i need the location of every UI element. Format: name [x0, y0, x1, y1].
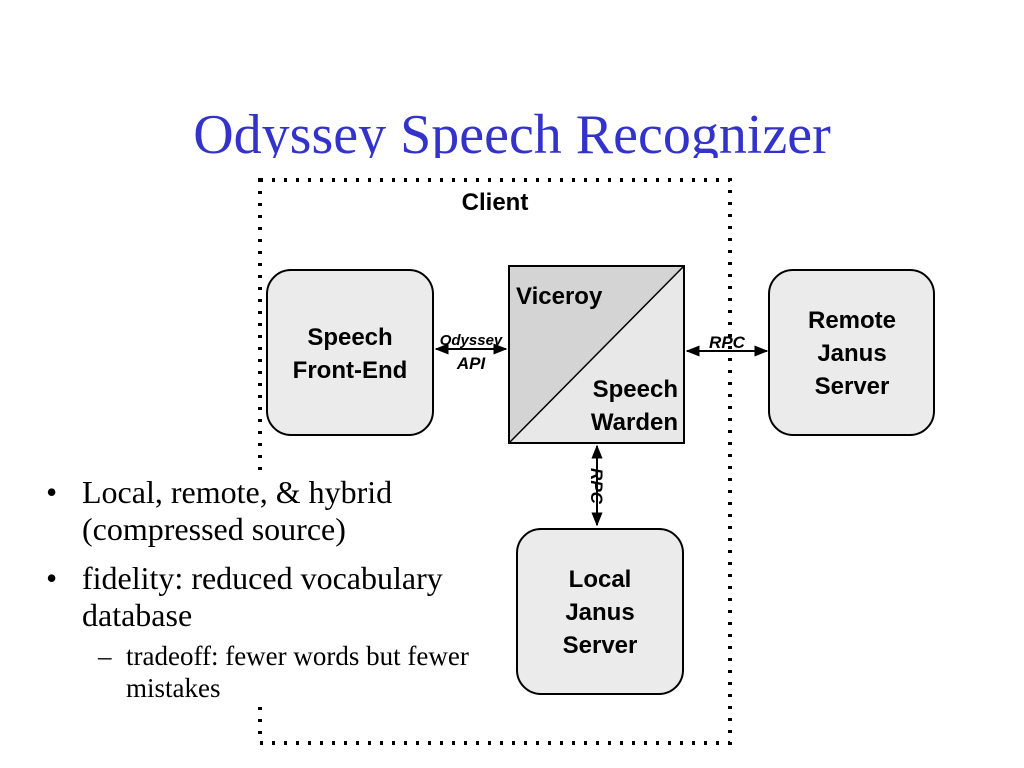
bullet-marker: •	[46, 474, 58, 510]
speech-warden-label-1: Speech	[593, 376, 678, 403]
local-server-label-2: Janus	[565, 599, 634, 626]
viceroy-box	[508, 265, 685, 444]
bullet-item: • Local, remote, & hybrid (compressed so…	[44, 474, 494, 548]
remote-janus-server-box	[768, 269, 935, 436]
local-janus-server-box	[516, 528, 684, 695]
remote-server-label-2: Janus	[817, 340, 886, 367]
local-server-label-3: Server	[563, 632, 638, 659]
slide-title: Odyssey Speech Recognizer	[193, 104, 831, 158]
viceroy-divider	[508, 265, 685, 444]
client-label: Client	[462, 189, 529, 216]
odyssey-api-label-1: Odyssey	[440, 332, 503, 349]
speech-front-end-label-1: Speech	[307, 324, 392, 351]
bullet-marker: •	[46, 560, 58, 596]
sub-bullet-text: tradeoff: fewer words but fewer mistakes	[126, 641, 469, 703]
speech-front-end-label-2: Front-End	[293, 357, 408, 384]
viceroy-label: Viceroy	[516, 283, 603, 310]
bullet-text: Local, remote, & hybrid (compressed sour…	[82, 474, 393, 547]
odyssey-api-label-2: API	[456, 354, 487, 373]
rpc-right-label: RPC	[709, 333, 746, 352]
sub-bullet-marker: –	[98, 641, 112, 671]
rpc-down-label: RPC	[587, 468, 606, 505]
bullet-item: • fidelity: reduced vocabulary database	[44, 560, 494, 634]
sub-bullet-item: – tradeoff: fewer words but fewer mistak…	[44, 640, 494, 704]
bullet-list: • Local, remote, & hybrid (compressed so…	[44, 474, 494, 704]
speech-warden-label-2: Warden	[591, 409, 678, 436]
remote-server-label-3: Server	[815, 373, 890, 400]
bullet-text: fidelity: reduced vocabulary database	[82, 560, 443, 633]
speech-front-end-box	[266, 269, 434, 436]
remote-server-label-1: Remote	[808, 307, 896, 334]
local-server-label-1: Local	[569, 566, 632, 593]
